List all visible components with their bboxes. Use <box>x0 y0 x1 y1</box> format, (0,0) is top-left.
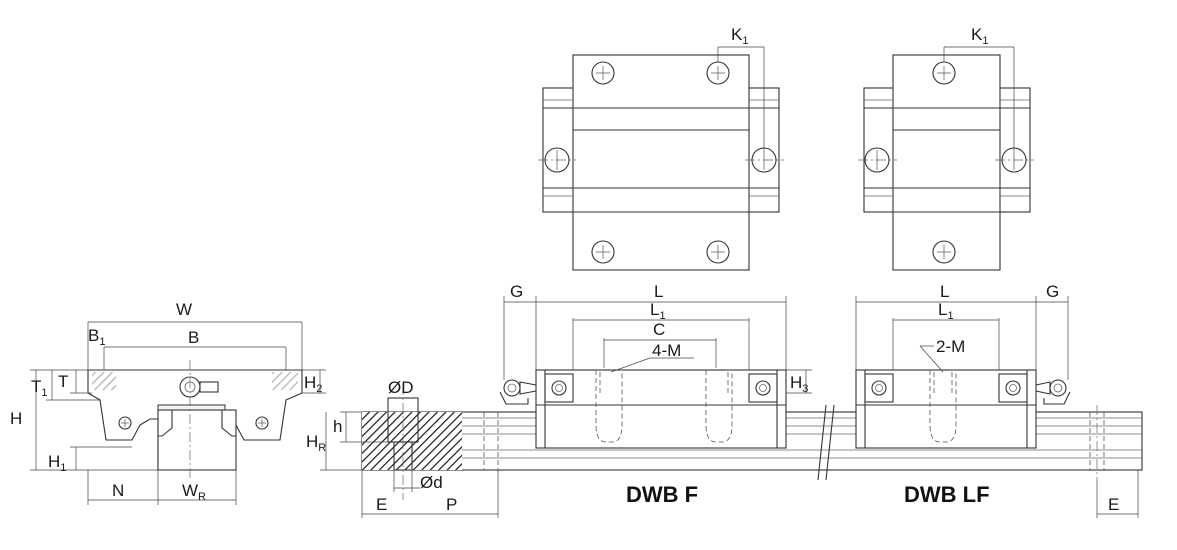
l1-label-lf: L1 <box>938 300 954 322</box>
e-right-label: E <box>1108 495 1119 514</box>
side-hole <box>538 147 576 173</box>
e-left-label: E <box>376 495 387 514</box>
mount-hole <box>706 240 730 264</box>
b-label: B <box>188 328 199 347</box>
end-seal-screw <box>551 380 567 396</box>
rail-section <box>157 409 237 471</box>
m4-label: 4-M <box>652 341 681 360</box>
block-body <box>572 54 750 271</box>
h-label: H <box>10 409 22 428</box>
c-label: C <box>653 320 665 339</box>
top-view-dwb-f: K1 <box>538 25 784 271</box>
d-small-label: Ød <box>420 473 443 492</box>
l1-label-f: L1 <box>650 300 666 322</box>
mount-hole <box>932 240 956 264</box>
side-view-dwb-lf: L G L1 2-M DWB LF <box>855 282 1071 507</box>
end-seal-screw <box>871 380 887 396</box>
h2-label: H2 <box>304 373 322 395</box>
block-body <box>892 54 1001 271</box>
seal-screw <box>255 416 269 430</box>
end-seal-screw <box>1005 380 1021 396</box>
top-view-dwb-lf: K1 <box>858 25 1034 271</box>
seal-screw <box>118 416 132 430</box>
h3-label: H3 <box>790 373 808 395</box>
g-right-label: G <box>1046 282 1059 301</box>
mount-hole <box>591 240 615 264</box>
grease-nipple <box>503 379 521 397</box>
t-label: T <box>58 372 68 391</box>
title-dwb-f: DWB F <box>626 482 698 507</box>
k1-label-lf: K1 <box>971 25 988 47</box>
l-label-f: L <box>654 282 663 301</box>
h1-label: H1 <box>48 452 66 474</box>
t1-label: T1 <box>31 377 48 399</box>
w-label: W <box>176 300 192 319</box>
m2-label: 2-M <box>936 337 965 356</box>
h-small-label: h <box>333 417 342 436</box>
block-side <box>855 369 1037 449</box>
n-label: N <box>112 481 124 500</box>
b1-label: B1 <box>88 326 105 348</box>
grease-nipple <box>1049 379 1067 397</box>
end-seal-screw <box>755 380 771 396</box>
p-label: P <box>446 495 457 514</box>
mount-hole <box>591 61 615 85</box>
l-label-lf: L <box>940 282 949 301</box>
g-left-label: G <box>510 282 523 301</box>
block-side <box>535 369 787 449</box>
side-hole <box>858 147 897 173</box>
title-dwb-lf: DWB LF <box>904 482 990 507</box>
hr-label: HR <box>306 432 326 454</box>
d-large-label: ØD <box>388 378 414 397</box>
end-view: W B B1 H T1 T H2 H1 N WR <box>10 300 326 505</box>
side-view-dwb-f: G L L1 C 4-M H3 DWB F <box>499 282 812 507</box>
wr-label: WR <box>182 481 206 503</box>
k1-label-f: K1 <box>731 25 748 47</box>
